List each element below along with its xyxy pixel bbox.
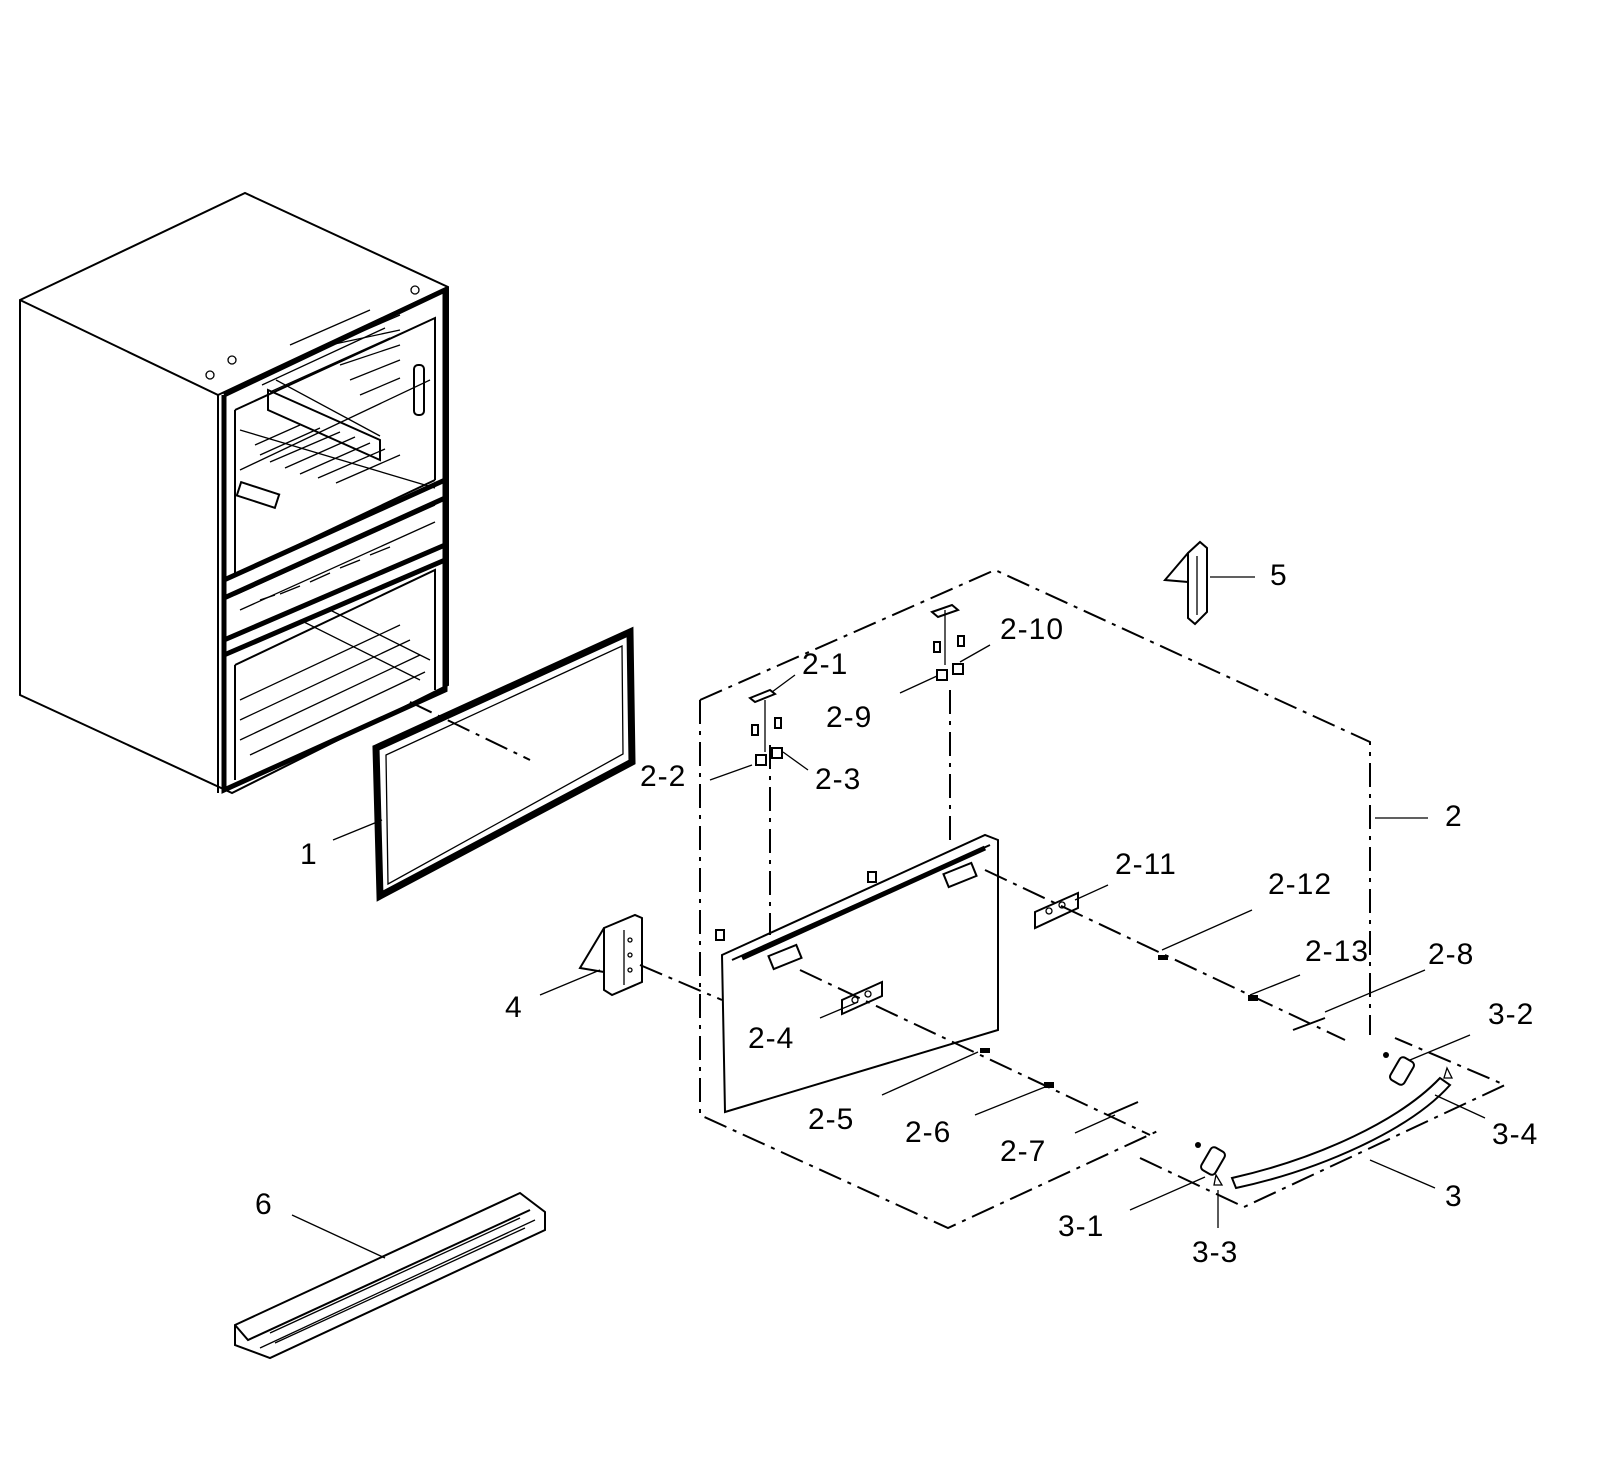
slide-clips xyxy=(748,603,965,766)
refrigerator-cabinet xyxy=(19,191,449,795)
drawer-assembly-outline xyxy=(639,568,1371,1230)
callout-3-3: 3-3 xyxy=(1192,1236,1239,1269)
callout-2-13: 2-13 xyxy=(1305,935,1370,968)
callout-2-12: 2-12 xyxy=(1268,868,1333,901)
callout-2-5: 2-5 xyxy=(808,1103,855,1136)
callout-2-9: 2-9 xyxy=(826,701,873,734)
drawer-front-panel xyxy=(715,833,1079,1114)
callout-2: 2 xyxy=(1445,800,1463,833)
gasket-part-1 xyxy=(372,626,636,902)
rail-hardware xyxy=(980,955,1326,1116)
bracket-part-5 xyxy=(1162,540,1208,626)
callout-3-2: 3-2 xyxy=(1488,998,1535,1031)
callout-3-4: 3-4 xyxy=(1492,1118,1539,1151)
callout-2-6: 2-6 xyxy=(905,1116,952,1149)
bracket-part-4 xyxy=(578,913,643,997)
callout-3-1: 3-1 xyxy=(1058,1210,1105,1243)
callout-2-3: 2-3 xyxy=(815,763,862,796)
callout-2-8: 2-8 xyxy=(1428,938,1475,971)
callout-2-11: 2-11 xyxy=(1115,848,1177,881)
callout-4: 4 xyxy=(505,991,523,1024)
callout-3: 3 xyxy=(1445,1180,1463,1213)
tray-part-6 xyxy=(234,1191,546,1360)
callout-5: 5 xyxy=(1270,559,1288,592)
leader-lines xyxy=(291,576,1486,1259)
callout-2-1: 2-1 xyxy=(802,648,849,681)
callout-1: 1 xyxy=(300,838,318,871)
callout-2-10: 2-10 xyxy=(1000,613,1065,646)
callout-2-2: 2-2 xyxy=(640,760,687,793)
callout-6: 6 xyxy=(255,1188,273,1221)
callout-2-4: 2-4 xyxy=(748,1022,795,1055)
callout-2-7: 2-7 xyxy=(1000,1135,1047,1168)
